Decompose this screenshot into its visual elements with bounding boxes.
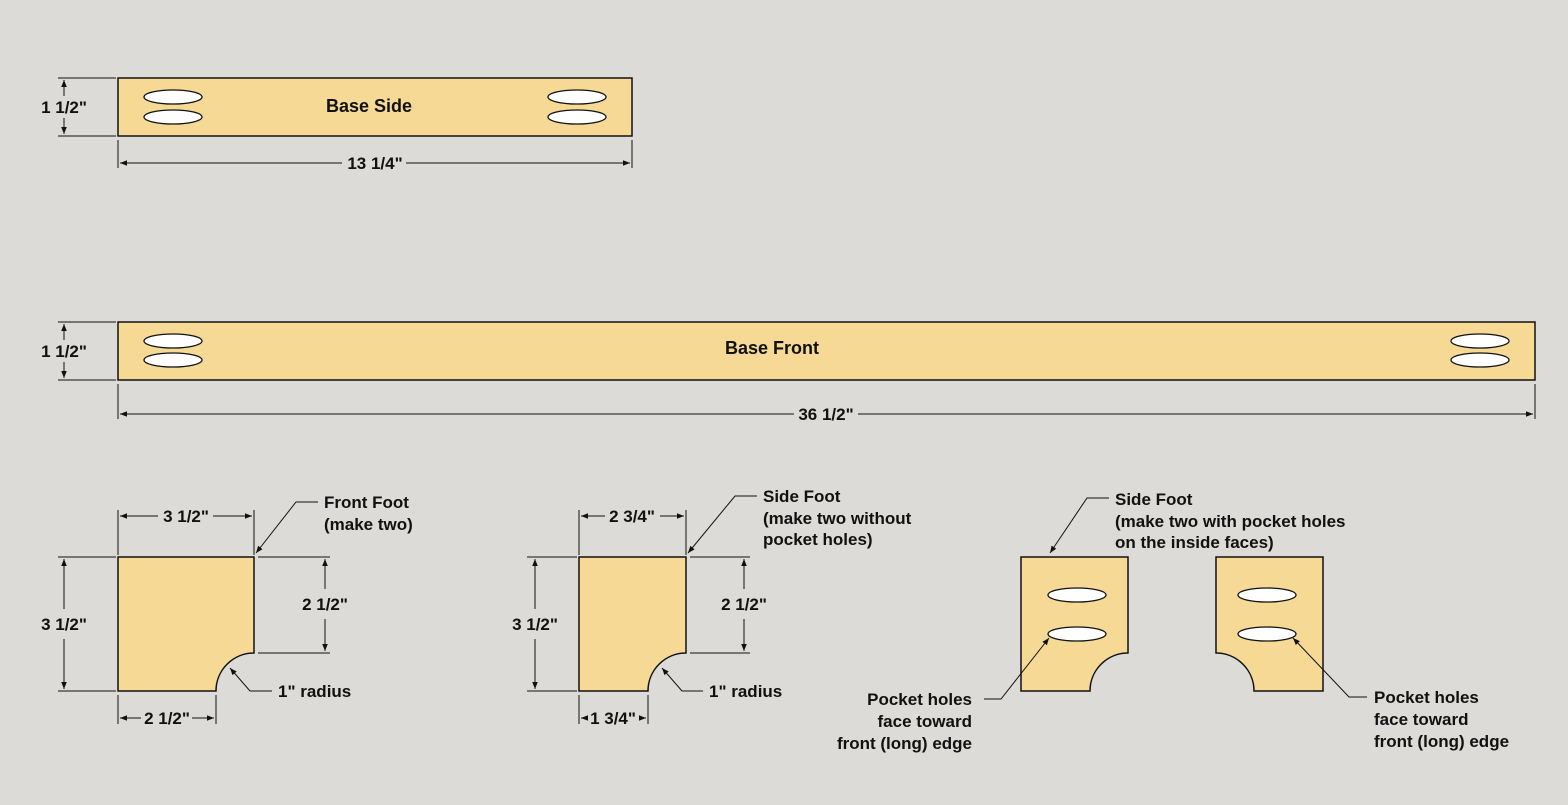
pocket-note-right-line1: Pocket holes [1374, 688, 1479, 707]
front-foot-bottom-width-dimension: 2 1/2" [117, 695, 217, 728]
pocket-hole [1450, 352, 1510, 368]
pocket-note-left-line1: Pocket holes [867, 690, 972, 709]
front-foot-callout-line1: Front Foot [324, 493, 409, 512]
front-foot-part: 3 1/2" 3 1/2" 2 1/2" 2 1/2" 1" radius [41, 493, 413, 728]
pocket-hole [1047, 626, 1107, 642]
side-foot-plain-callout-line3: pocket holes) [763, 530, 873, 549]
pocket-hole [547, 109, 607, 125]
side-foot-holes-callout-line3: on the inside faces) [1115, 533, 1274, 552]
side-foot-plain-shape [578, 556, 687, 692]
side-foot-plain-height-dimension: 3 1/2" [512, 556, 577, 692]
side-foot-plain-callout: Side Foot (make two without pocket holes… [687, 487, 912, 554]
base-side-board [117, 77, 633, 137]
side-foot-left-shape [1020, 556, 1129, 692]
side-foot-plain-part: 2 3/4" 3 1/2" 2 1/2" 1 3/4" 1" radius [512, 487, 912, 728]
side-foot-plain-width-value: 2 3/4" [609, 507, 655, 526]
side-foot-holes-callout-line1: Side Foot [1115, 490, 1193, 509]
side-foot-plain-width-dimension: 2 3/4" [578, 507, 687, 555]
base-side-length-value: 13 1/4" [347, 154, 402, 173]
pocket-holes-note-right: Pocket holes face toward front (long) ed… [1292, 637, 1509, 751]
base-side-height-dimension: 1 1/2" [41, 77, 116, 137]
front-foot-upper-height-dimension: 2 1/2" [258, 556, 348, 654]
front-foot-upper-height-value: 2 1/2" [302, 595, 348, 614]
front-foot-callout-line2: (make two) [324, 515, 413, 534]
front-foot-width-value: 3 1/2" [163, 507, 209, 526]
pocket-hole [143, 352, 203, 368]
side-foot-plain-upper-height-dimension: 2 1/2" [690, 556, 767, 654]
pocket-hole [1047, 587, 1107, 603]
side-foot-plain-bottom-width-dimension: 1 3/4" [578, 695, 649, 728]
pocket-hole [143, 89, 203, 105]
front-foot-bottom-width-value: 2 1/2" [144, 709, 190, 728]
front-foot-radius-callout: 1" radius [229, 667, 351, 701]
front-foot-height-value: 3 1/2" [41, 615, 87, 634]
base-front-height-dimension: 1 1/2" [41, 321, 116, 381]
base-side-label: Base Side [326, 96, 412, 116]
pocket-hole [143, 333, 203, 349]
base-front-part: Base Front 1 1/2" 36 1/2" [41, 321, 1536, 424]
side-foot-plain-callout-line2: (make two without [763, 509, 912, 528]
pocket-hole [1237, 587, 1297, 603]
side-foot-plain-radius-callout: 1" radius [661, 667, 782, 701]
base-side-length-dimension: 13 1/4" [117, 140, 633, 173]
base-side-part: Base Side 1 1/2" 13 1/4" [41, 77, 633, 173]
base-front-label: Base Front [725, 338, 819, 358]
side-foot-plain-callout-line1: Side Foot [763, 487, 841, 506]
pocket-hole [143, 109, 203, 125]
pocket-note-left-line3: front (long) edge [837, 734, 972, 753]
pocket-note-right-line2: face toward [1374, 710, 1468, 729]
pocket-note-left-line2: face toward [878, 712, 972, 731]
front-foot-width-dimension: 3 1/2" [117, 507, 255, 555]
pocket-holes-note-left: Pocket holes face toward front (long) ed… [837, 637, 1050, 753]
front-foot-shape [117, 556, 255, 692]
side-foot-plain-upper-height-value: 2 1/2" [721, 595, 767, 614]
side-foot-holes-callout-line2: (make two with pocket holes [1115, 512, 1346, 531]
pocket-hole [1450, 333, 1510, 349]
base-front-board [117, 321, 1536, 381]
side-foot-plain-bottom-width-value: 1 3/4" [590, 709, 636, 728]
pocket-note-right-line3: front (long) edge [1374, 732, 1509, 751]
side-foot-plain-height-value: 3 1/2" [512, 615, 558, 634]
front-foot-height-dimension: 3 1/2" [41, 556, 116, 692]
base-side-height-value: 1 1/2" [41, 98, 87, 117]
base-front-height-value: 1 1/2" [41, 342, 87, 361]
side-foot-plain-radius-label: 1" radius [709, 682, 782, 701]
base-front-length-dimension: 36 1/2" [117, 384, 1536, 424]
side-foot-holes-part: Side Foot (make two with pocket holes on… [837, 490, 1509, 753]
front-foot-callout: Front Foot (make two) [255, 493, 413, 554]
side-foot-right-shape [1215, 556, 1324, 692]
side-foot-holes-callout: Side Foot (make two with pocket holes on… [1049, 490, 1346, 554]
base-front-length-value: 36 1/2" [798, 405, 853, 424]
pocket-hole [1237, 626, 1297, 642]
pocket-hole [547, 89, 607, 105]
front-foot-radius-label: 1" radius [278, 682, 351, 701]
